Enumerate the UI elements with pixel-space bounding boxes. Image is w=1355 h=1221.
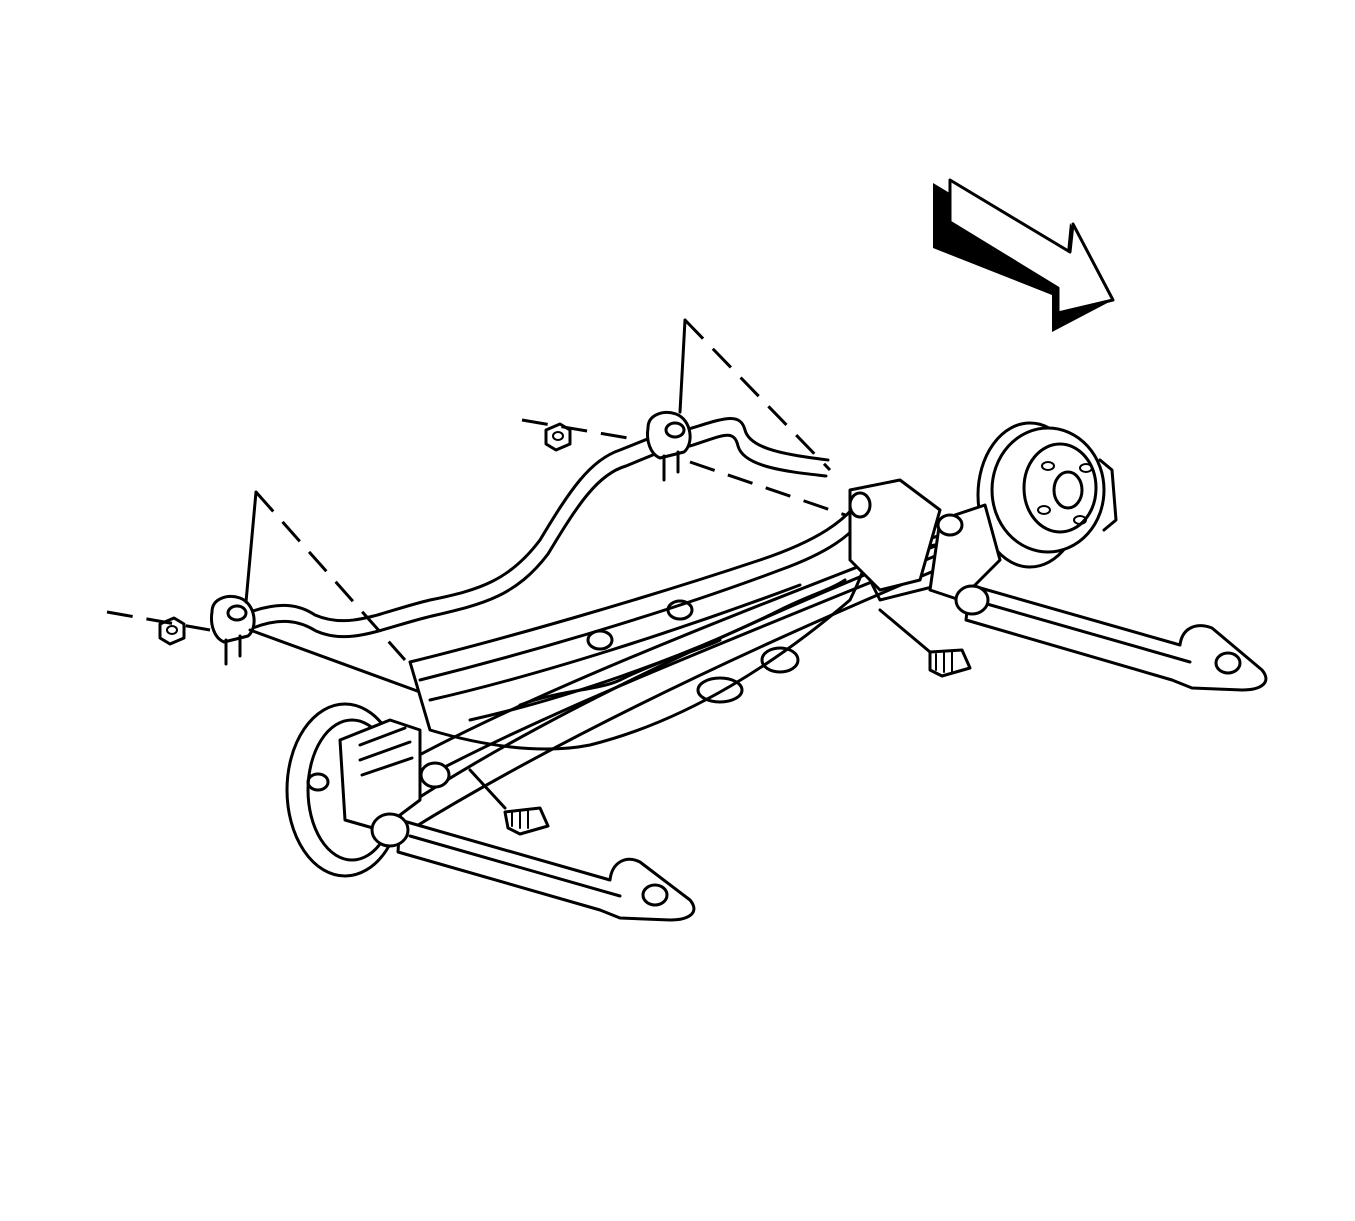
bolt-right xyxy=(878,608,972,678)
stabilizer-bushing-right xyxy=(646,411,692,482)
brake-assembly-left xyxy=(285,702,451,878)
bolt-left xyxy=(468,768,550,836)
trailing-arm-right xyxy=(964,583,1268,692)
assembly-guide-lines xyxy=(106,318,861,694)
axle-crossmember xyxy=(408,490,882,751)
front-direction-arrow-icon xyxy=(933,178,1115,332)
trailing-arm-left xyxy=(396,818,696,922)
brake-assembly-right xyxy=(848,421,1118,616)
nut-right xyxy=(544,422,572,452)
stabilizer-bushing-left xyxy=(210,595,256,666)
stabilizer-bar xyxy=(243,416,830,639)
nut-left xyxy=(158,616,186,646)
